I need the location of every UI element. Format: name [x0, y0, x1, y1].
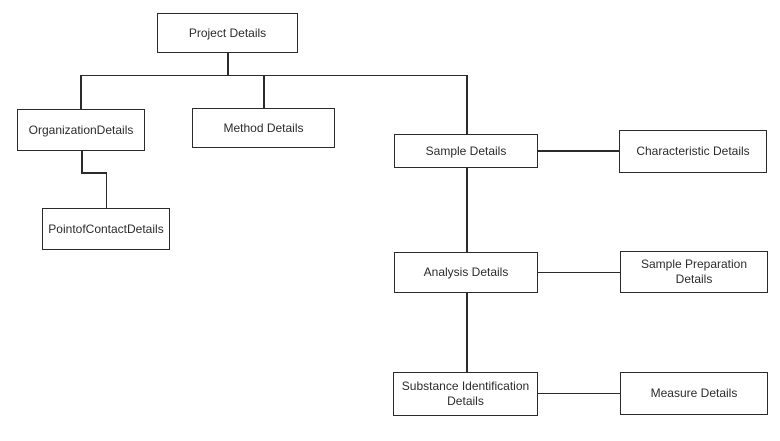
- connector-branch-to-organization: [80, 75, 82, 109]
- node-characteristic-details: Characteristic Details: [619, 130, 767, 173]
- node-point-of-contact-details-label: PointofContactDetails: [48, 221, 164, 236]
- node-point-of-contact-details: PointofContactDetails: [42, 208, 170, 250]
- node-organization-details: OrganizationDetails: [17, 109, 145, 151]
- node-sample-details: Sample Details: [394, 134, 538, 168]
- node-measure-details: Measure Details: [620, 372, 768, 415]
- node-project-details: Project Details: [157, 13, 298, 53]
- node-sample-preparation-details: Sample Preparation Details: [620, 251, 768, 293]
- connector-organization-step-across: [81, 172, 107, 174]
- node-organization-details-label: OrganizationDetails: [28, 122, 134, 137]
- connector-sample-to-analysis: [466, 168, 468, 252]
- node-sample-details-label: Sample Details: [425, 143, 507, 158]
- node-substance-identification-details: Substance Identification Details: [393, 372, 538, 416]
- node-analysis-details: Analysis Details: [394, 252, 538, 293]
- connector-step-to-point-of-contact: [105, 172, 107, 208]
- connector-sample-to-characteristic: [538, 150, 619, 152]
- connector-substance-to-measure: [538, 392, 620, 394]
- node-sample-preparation-details-label: Sample Preparation Details: [640, 257, 748, 286]
- node-measure-details-label: Measure Details: [650, 386, 738, 400]
- node-project-details-label: Project Details: [188, 25, 267, 40]
- node-method-details-label: Method Details: [223, 120, 304, 135]
- node-characteristic-details-label: Characteristic Details: [636, 144, 750, 158]
- connector-branch-to-sample: [466, 75, 468, 134]
- connector-analysis-to-substance: [466, 293, 468, 372]
- connector-main-branch: [80, 74, 468, 76]
- node-method-details: Method Details: [192, 108, 335, 148]
- connector-project-drop: [227, 53, 229, 75]
- connector-organization-step-down: [81, 151, 83, 173]
- connector-branch-to-method: [263, 75, 265, 108]
- connector-analysis-to-preparation: [538, 271, 620, 273]
- node-substance-identification-details-label: Substance Identification Details: [401, 379, 530, 408]
- node-analysis-details-label: Analysis Details: [423, 265, 509, 279]
